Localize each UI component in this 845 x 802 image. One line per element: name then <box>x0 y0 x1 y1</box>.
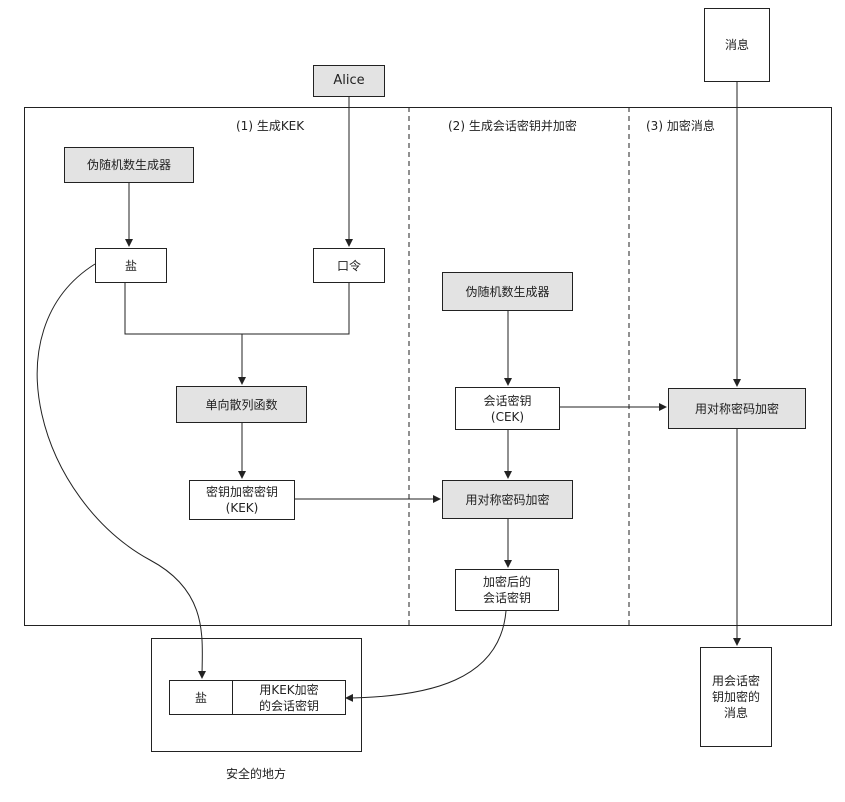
prng-node-kek: 伪随机数生成器 <box>64 147 194 183</box>
prng-node-cek: 伪随机数生成器 <box>442 272 573 311</box>
safe-place-label: 安全的地方 <box>226 767 287 781</box>
section-label-generate-kek: (1) 生成KEK <box>236 119 305 133</box>
message-node: 消息 <box>704 8 770 82</box>
alice-node: Alice <box>313 65 385 97</box>
encrypted-cek-node: 加密后的 会话密钥 <box>455 569 559 611</box>
process-frame <box>24 107 832 626</box>
symmetric-encrypt-message-node: 用对称密码加密 <box>668 388 806 429</box>
section-label-generate-cek: (2) 生成会话密钥并加密 <box>448 119 577 133</box>
password-node: 口令 <box>313 248 385 283</box>
symmetric-encrypt-cek-node: 用对称密码加密 <box>442 480 573 519</box>
salt-node: 盐 <box>95 248 167 283</box>
stored-salt-cell: 盐 <box>169 680 233 715</box>
encrypted-message-node: 用会话密 钥加密的 消息 <box>700 647 772 747</box>
kek-node: 密钥加密密钥 (KEK) <box>189 480 295 520</box>
cek-node: 会话密钥 (CEK) <box>455 387 560 430</box>
hash-function-node: 单向散列函数 <box>176 386 307 423</box>
stored-encrypted-cek-cell: 用KEK加密 的会话密钥 <box>232 680 346 715</box>
section-label-encrypt-message: (3) 加密消息 <box>646 119 715 133</box>
